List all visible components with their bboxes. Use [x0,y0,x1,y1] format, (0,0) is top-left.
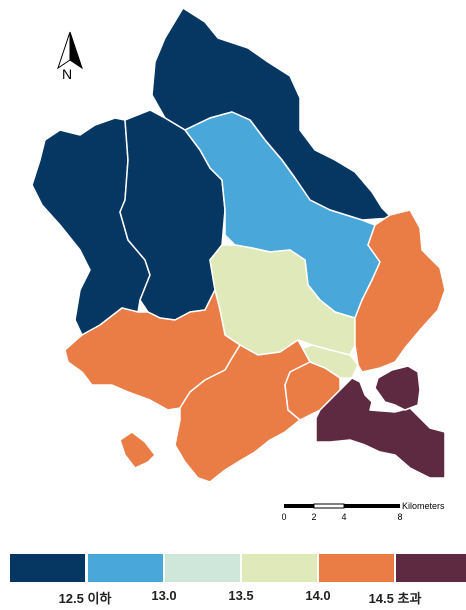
legend: 12.5 이하 13.0 13.5 14.0 14.5 초과 [0,548,466,610]
legend-label: 13.5 [228,588,254,603]
scale-ticks: 0 2 4 8 [282,512,403,522]
legend-swatch [88,554,163,582]
legend-swatch [396,554,466,582]
legend-label: 14.0 [305,588,331,603]
legend-label: 12.5 이하 [58,591,112,606]
legend-swatch [165,554,240,582]
scale-tick-label: 8 [397,512,402,522]
legend-swatch [242,554,317,582]
district-far-east-small [374,365,421,411]
choropleth-map [31,7,446,483]
scale-bar: Kilometers 0 2 4 8 [282,501,445,522]
scale-tick-label: 2 [311,512,316,522]
district-far-southeast [315,377,446,479]
north-arrow-icon [57,31,83,70]
district-east-orange [354,209,446,373]
north-label: N [62,66,73,82]
scale-tick-label: 4 [341,512,346,522]
district-island-orange [119,431,156,469]
legend-swatch [319,554,394,582]
legend-swatch [10,554,85,582]
scale-tick-label: 0 [282,512,287,522]
scale-unit: Kilometers [402,501,445,511]
legend-label: 13.0 [151,588,177,603]
legend-label: 14.5 초과 [368,591,422,606]
